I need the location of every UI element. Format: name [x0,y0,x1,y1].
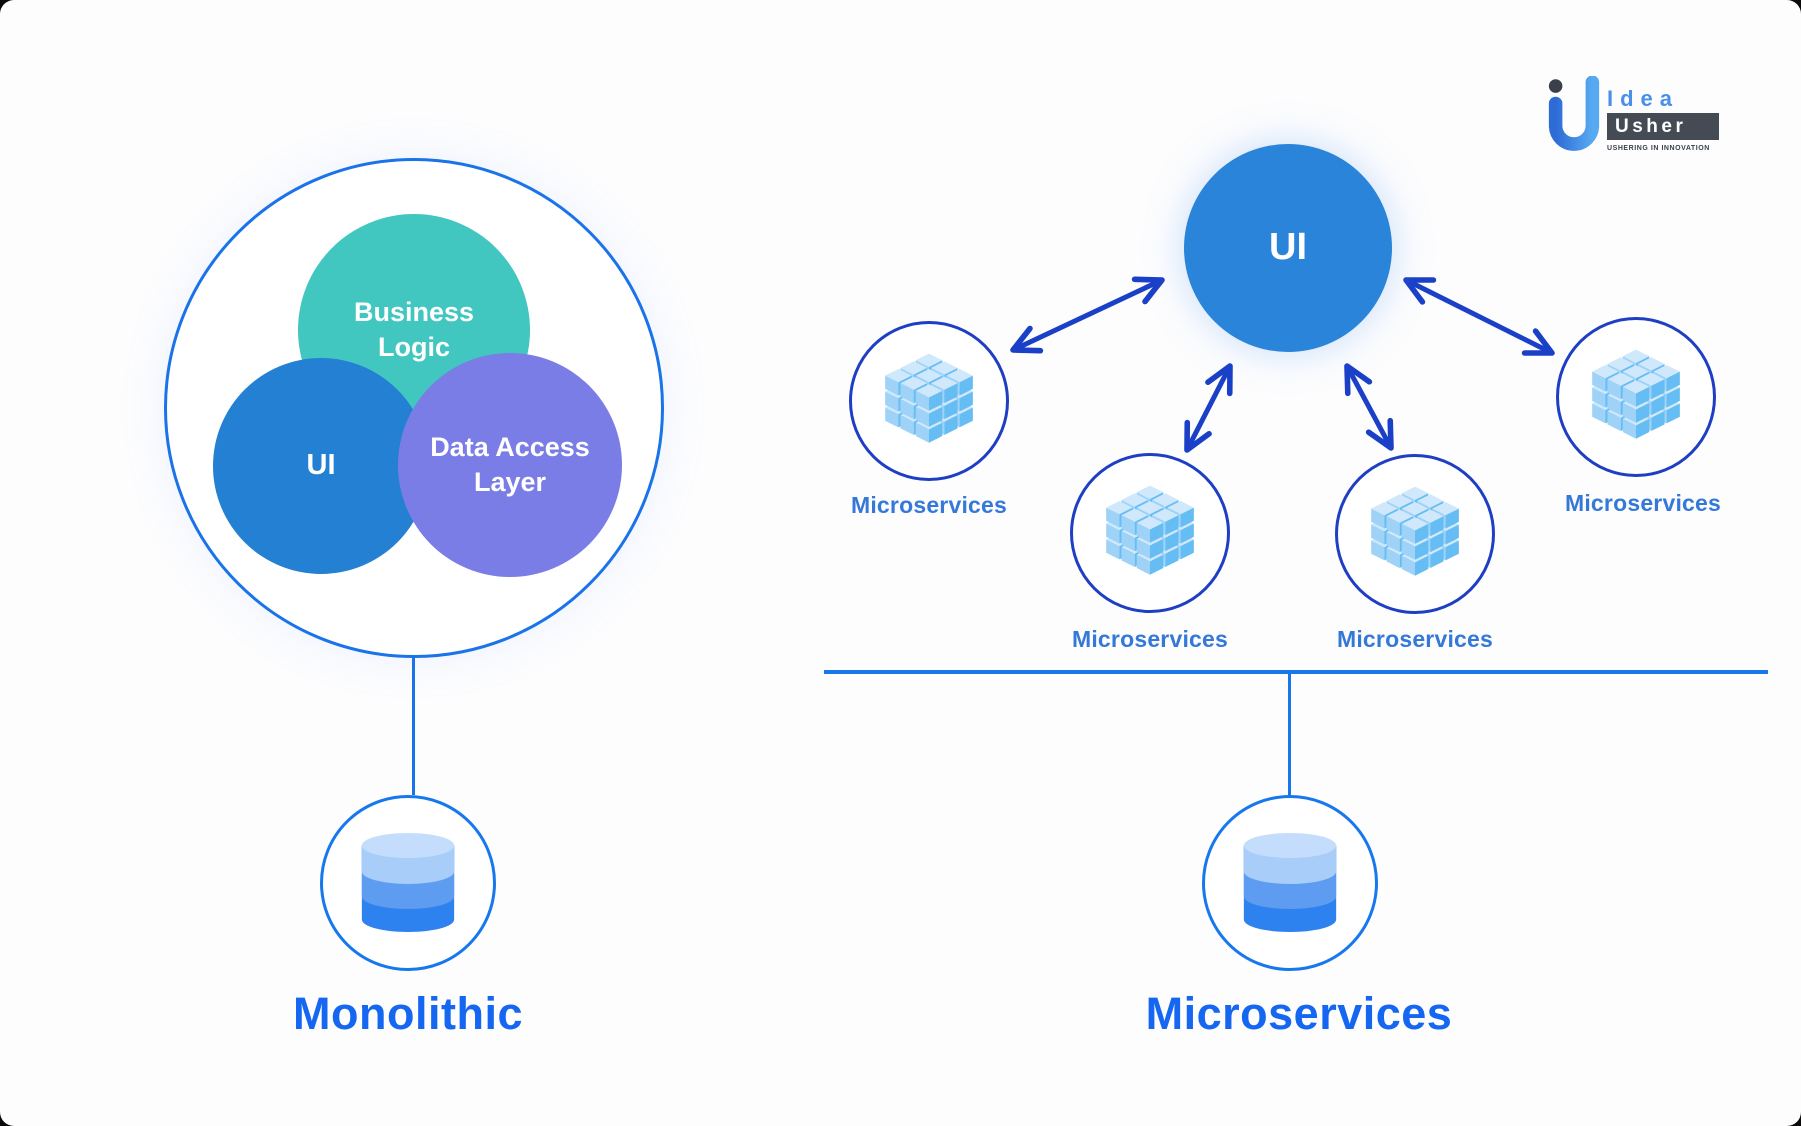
arrow-ui-microservice-3 [1344,363,1394,451]
microservice-label-1: Microservices [850,492,1008,518]
cube-stack-icon [1588,347,1684,448]
arrow-ui-microservice-2 [1184,363,1233,453]
cube-stack-icon [881,351,977,452]
microservice-circle-2 [1070,453,1230,613]
monolith-ui-circle: UI [213,358,429,574]
microservice-circle-3 [1335,454,1495,614]
business-logic-label-line1: Business [353,296,475,327]
monolith-database-connector-line [412,656,415,795]
data-access-layer-circle: Data Access Layer [398,353,622,577]
business-logic-label-line2: Logic [378,332,450,362]
microservices-bus-line [824,670,1768,674]
logo-tagline: USHERING IN INNOVATION [1607,145,1710,152]
microservices-title: Microservices [1145,988,1453,1039]
idea-usher-logo: Idea Usher USHERING IN INNOVATION [1545,74,1760,160]
logo-dot [1548,79,1563,93]
microservices-ui-label: UI [1269,226,1307,269]
idea-usher-logo-mark-icon [1548,76,1600,151]
data-access-label-line1: Data Access [430,431,590,462]
database-icon [1240,831,1340,935]
microservices-database-connector-line [1288,672,1291,797]
microservices-database-circle [1202,795,1378,971]
logo-brand-top: Idea [1607,86,1680,111]
data-access-label-line2: Layer [473,467,547,497]
microservice-label-2: Microservices [1071,626,1229,652]
cube-stack-icon [1102,483,1198,584]
logo-brand-bottom: Usher [1615,115,1687,137]
monolith-ui-label: UI [306,449,336,482]
microservice-circle-1 [849,321,1009,481]
database-icon [358,831,458,935]
microservices-ui-circle: UI [1184,144,1392,352]
monolithic-title: Monolithic [293,988,523,1039]
cube-stack-icon [1367,484,1463,585]
logo-u-shape [1548,76,1600,151]
monolith-database-circle [320,795,496,971]
microservice-circle-4 [1556,317,1716,477]
arrow-ui-microservice-1 [1010,276,1165,354]
microservice-label-3: Microservices [1336,626,1494,652]
arrow-ui-microservice-4 [1403,277,1555,356]
microservice-label-4: Microservices [1564,490,1722,516]
logo-brand-bottom-box: Usher [1607,113,1719,140]
